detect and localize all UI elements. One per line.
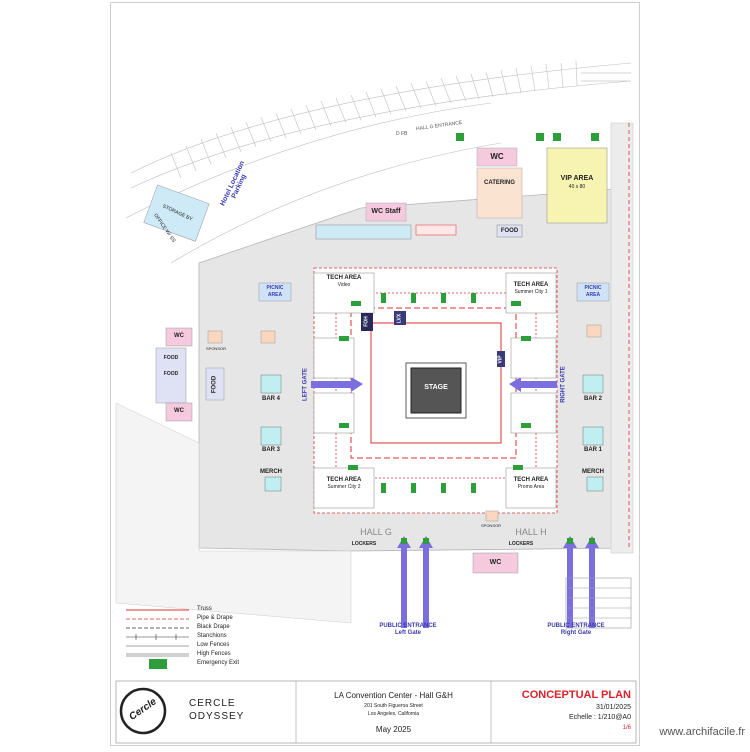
wc-staff-label: WC Staff bbox=[371, 208, 401, 215]
lower-left-floor bbox=[115, 402, 352, 624]
tech-tr-label: TECH AREA bbox=[513, 282, 549, 288]
tech-br-label: TECH AREA bbox=[513, 477, 549, 483]
catering-label: CATERING bbox=[484, 180, 515, 186]
picnic-left-label: PICNIC AREA bbox=[266, 285, 284, 298]
bar3-label: BAR 3 bbox=[261, 447, 280, 453]
tech-bl-label: TECH AREA bbox=[326, 477, 362, 483]
hall-h-label: HALL H bbox=[515, 527, 547, 537]
wc-top-label: WC bbox=[490, 152, 504, 161]
right-gate-label: RIGHT GATE bbox=[560, 366, 567, 403]
legend-item-low-fences: Low Fences bbox=[197, 642, 230, 648]
brand-line1: CERCLE bbox=[189, 698, 236, 709]
watermark: www.archifacile.fr bbox=[659, 726, 745, 738]
venue-label: LA Convention Center - Hall G&H bbox=[334, 691, 453, 700]
brand-line2: ODYSSEY bbox=[189, 711, 245, 722]
plan-title: CONCEPTUAL PLAN bbox=[521, 689, 631, 701]
entrance-right-sub: Right Gate bbox=[560, 630, 592, 636]
lvx-label: LVX bbox=[396, 313, 403, 324]
tech-tl-label: TECH AREA bbox=[326, 275, 362, 281]
picnic-right-label: PICNIC AREA bbox=[584, 285, 602, 298]
hall-g-label: HALL G bbox=[360, 527, 392, 537]
merch-right-label: MERCH bbox=[582, 469, 604, 475]
dfb-label: D FB bbox=[396, 131, 408, 137]
event-date-label: May 2025 bbox=[375, 725, 412, 734]
address2-label: Los Angeles, California bbox=[367, 711, 420, 717]
food-left-1-label: FOOD bbox=[163, 355, 179, 361]
tech-tr-sub: Summer City 1 bbox=[514, 289, 548, 295]
food-top-label: FOOD bbox=[500, 228, 519, 234]
legend-item-high-fences: High Fences bbox=[197, 651, 231, 657]
wc-left-1-label: WC bbox=[174, 333, 184, 339]
entrance-left-sub: Left Gate bbox=[394, 630, 421, 636]
legend-item-truss: Truss bbox=[197, 606, 212, 612]
address1-label: 201 South Figueroa Street bbox=[364, 703, 423, 709]
plan-date: 31/01/2025 bbox=[595, 704, 631, 711]
legend-item-pipe-drape: Pipe & Drape bbox=[197, 615, 233, 621]
vip-area-sub: 40 x 80 bbox=[568, 184, 586, 190]
legend-symbols bbox=[126, 609, 189, 669]
wc-bottom-label: WC bbox=[489, 559, 502, 566]
tech-br-sub: Promo Area bbox=[517, 484, 545, 490]
sponsor-left-label: SPONSOR bbox=[205, 346, 226, 351]
sponsor-bottom-label: SPONSOR bbox=[480, 523, 501, 528]
page-number: 1/6 bbox=[622, 725, 631, 731]
vip-area-label: VIP AREA bbox=[560, 175, 594, 182]
wc-left-2-label: WC bbox=[174, 408, 184, 414]
food-left-3-label: FOOD bbox=[211, 375, 218, 394]
bar2-label: BAR 2 bbox=[583, 396, 602, 402]
stage-label: STAGE bbox=[424, 384, 448, 391]
bar1-label: BAR 1 bbox=[583, 447, 602, 453]
tech-bl-sub: Summer City 2 bbox=[327, 484, 361, 490]
floor-plan-drawing bbox=[115, 60, 637, 744]
tech-tl-sub: Video bbox=[337, 282, 351, 288]
lockers-right-label: LOCKERS bbox=[508, 541, 534, 547]
parking-stripes bbox=[170, 60, 631, 179]
entrance-right-label: PUBLIC ENTRANCE bbox=[547, 623, 605, 629]
food-left-2-label: FOOD bbox=[163, 371, 179, 377]
entrance-left-label: PUBLIC ENTRANCE bbox=[379, 623, 437, 629]
vip-side-label: VIP bbox=[497, 355, 504, 364]
legend-item-emergency-exit: Emergency Exit bbox=[197, 660, 240, 666]
bar4-label: BAR 4 bbox=[261, 396, 280, 402]
plan-sheet: HALL G ENTRANCE Hotel Location Parking S… bbox=[110, 2, 640, 746]
lockers-left-label: LOCKERS bbox=[351, 541, 377, 547]
foh-label: FOH bbox=[363, 316, 370, 327]
scale-label: Echelle : 1/210@A0 bbox=[569, 714, 631, 721]
legend-item-stanchions: Stanchions bbox=[197, 633, 227, 639]
left-gate-label: LEFT GATE bbox=[302, 368, 309, 401]
legend-item-black-drape: Black Drape bbox=[197, 624, 230, 630]
merch-left-label: MERCH bbox=[260, 469, 282, 475]
